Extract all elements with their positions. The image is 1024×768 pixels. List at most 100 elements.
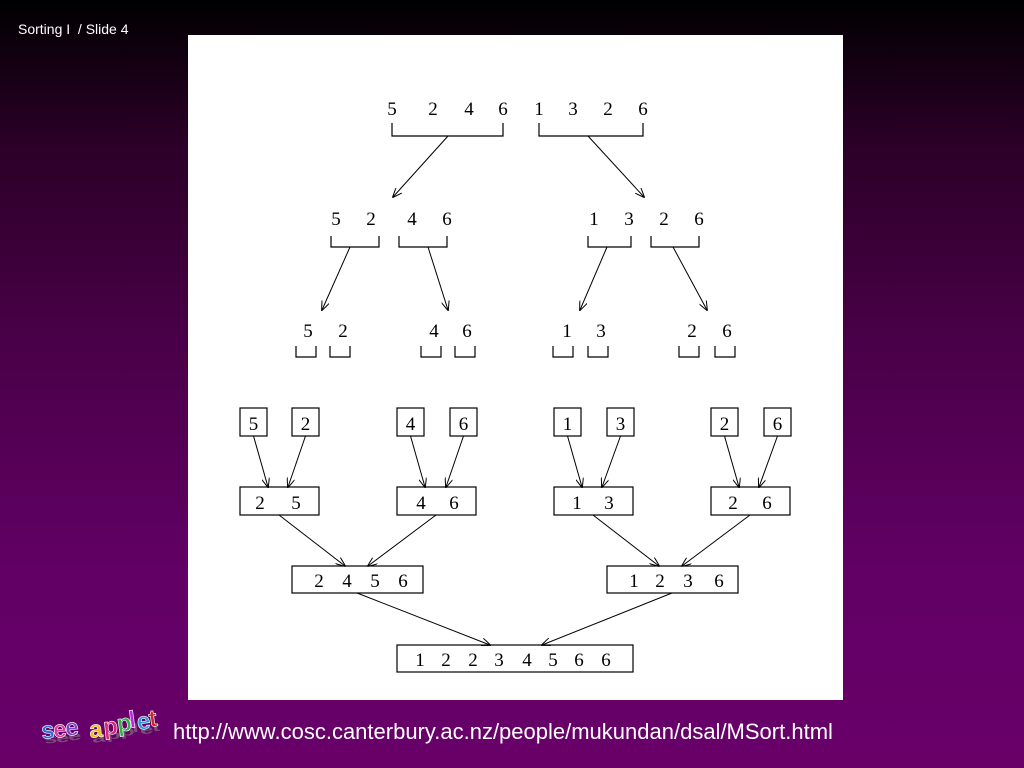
divide-l0-bracket-right xyxy=(538,123,644,137)
merge-pair-box xyxy=(396,486,477,516)
divide-l1-value: 6 xyxy=(694,209,704,230)
divide-l3-bracket xyxy=(420,346,442,358)
divide-l0-value: 1 xyxy=(534,99,544,120)
divide-arrow xyxy=(672,246,707,310)
merge-arrow xyxy=(542,592,673,645)
logo-letter-shadow: e xyxy=(67,729,82,744)
logo-letter: p xyxy=(102,713,119,741)
divide-l2-value: 1 xyxy=(562,321,572,342)
merge-pair-value: 4 xyxy=(416,493,426,514)
logo-letter: a xyxy=(88,716,105,744)
divide-l0-value: 4 xyxy=(464,99,474,120)
merge-arrow xyxy=(759,435,778,487)
slide-title: Sorting I / Slide 4 xyxy=(18,21,129,37)
divide-arrow xyxy=(393,135,449,197)
merge-final-value: 4 xyxy=(522,650,532,671)
divide-l1-value: 5 xyxy=(331,209,341,230)
merge-final-value: 3 xyxy=(494,650,504,671)
merge-pair-value: 2 xyxy=(728,493,738,514)
merge-final-value: 1 xyxy=(415,650,425,671)
divide-l3-bracket xyxy=(714,346,736,358)
merge-final-value: 2 xyxy=(468,650,478,671)
merge-arrow xyxy=(410,435,426,487)
merge-final-value: 6 xyxy=(601,650,611,671)
logo-letter-shadow: s xyxy=(43,732,58,747)
merge-arrow xyxy=(278,514,345,566)
applet-url-link[interactable]: http://www.cosc.canterbury.ac.nz/people/… xyxy=(173,719,833,744)
divide-l2-value: 6 xyxy=(722,321,732,342)
merge-final-value: 6 xyxy=(574,650,584,671)
logo-letter: l xyxy=(127,706,137,734)
logo-letter-group: aa xyxy=(88,715,107,746)
merge-arrow xyxy=(253,435,269,487)
logo-letter-shadow: p xyxy=(105,728,121,743)
divide-l2-value: 2 xyxy=(687,321,697,342)
logo-letter-group: ee xyxy=(135,707,155,738)
logo-letter-shadow: l xyxy=(131,722,139,736)
merge-quad-value: 1 xyxy=(629,571,639,592)
divide-arrow xyxy=(580,246,608,310)
divide-l2-value: 4 xyxy=(429,321,439,342)
logo-letter-group: ll xyxy=(127,706,140,736)
merge-quad-value: 5 xyxy=(370,571,380,592)
merge-quad-value: 2 xyxy=(655,571,665,592)
merge-arrow xyxy=(592,514,659,566)
logo-letter: p xyxy=(115,709,133,738)
logo-letter-group: pp xyxy=(115,709,136,740)
merge-arrow xyxy=(368,514,437,566)
divide-l1-bracket xyxy=(330,236,380,248)
merge-leaf-value: 1 xyxy=(563,414,573,435)
divide-l1-value: 2 xyxy=(366,209,376,230)
logo-letter-group: ee xyxy=(64,713,83,744)
divide-l2-value: 2 xyxy=(338,321,348,342)
merge-quad-value: 6 xyxy=(714,571,724,592)
divide-l1-bracket xyxy=(587,236,632,248)
logo-letter-shadow: p xyxy=(119,725,135,740)
logo-letter: e xyxy=(52,716,68,744)
logo-letter: e xyxy=(64,714,80,742)
merge-leaf-value: 5 xyxy=(249,414,259,435)
divide-l0-value: 2 xyxy=(428,99,438,120)
merge-leaf-value: 4 xyxy=(406,414,416,435)
merge-pair-box xyxy=(710,486,791,516)
merge-arrow xyxy=(356,592,490,645)
merge-quad-value: 2 xyxy=(314,571,324,592)
divide-arrow xyxy=(322,246,351,310)
merge-arrow xyxy=(288,435,306,487)
merge-pair-value: 5 xyxy=(291,493,301,514)
divide-l2-value: 3 xyxy=(596,321,606,342)
logo-letter-group: ss xyxy=(40,716,59,747)
divide-l3-bracket xyxy=(295,346,317,358)
merge-final-value: 2 xyxy=(441,650,451,671)
logo-letter-shadow: a xyxy=(91,731,106,746)
logo-letter-shadow: e xyxy=(55,731,70,746)
merge-arrow xyxy=(446,435,464,487)
divide-l0-bracket-left xyxy=(391,123,504,137)
divide-l1-value: 1 xyxy=(589,209,599,230)
divide-l3-bracket xyxy=(329,346,351,358)
merge-pair-value: 2 xyxy=(255,493,265,514)
divide-l1-value: 2 xyxy=(659,209,669,230)
divide-l0-value: 5 xyxy=(387,99,397,120)
divide-l0-value: 6 xyxy=(498,99,508,120)
logo-letter: s xyxy=(40,717,56,745)
merge-quad-value: 3 xyxy=(683,571,693,592)
merge-pair-value: 6 xyxy=(762,493,772,514)
merge-leaf-value: 3 xyxy=(616,414,626,435)
merge-leaf-value: 6 xyxy=(459,414,469,435)
merge-leaf-value: 6 xyxy=(773,414,783,435)
divide-arrow xyxy=(427,246,448,310)
merge-pair-value: 6 xyxy=(449,493,459,514)
merge-final-value: 5 xyxy=(548,650,558,671)
divide-l1-value: 4 xyxy=(407,209,417,230)
merge-leaf-value: 2 xyxy=(301,414,311,435)
divide-l0-value: 6 xyxy=(638,99,648,120)
divide-l3-bracket xyxy=(552,346,574,358)
logo-letter: e xyxy=(135,707,152,736)
logo-letter-shadow: e xyxy=(139,723,154,738)
divide-l2-value: 5 xyxy=(303,321,313,342)
merge-leaf-value: 2 xyxy=(720,414,730,435)
